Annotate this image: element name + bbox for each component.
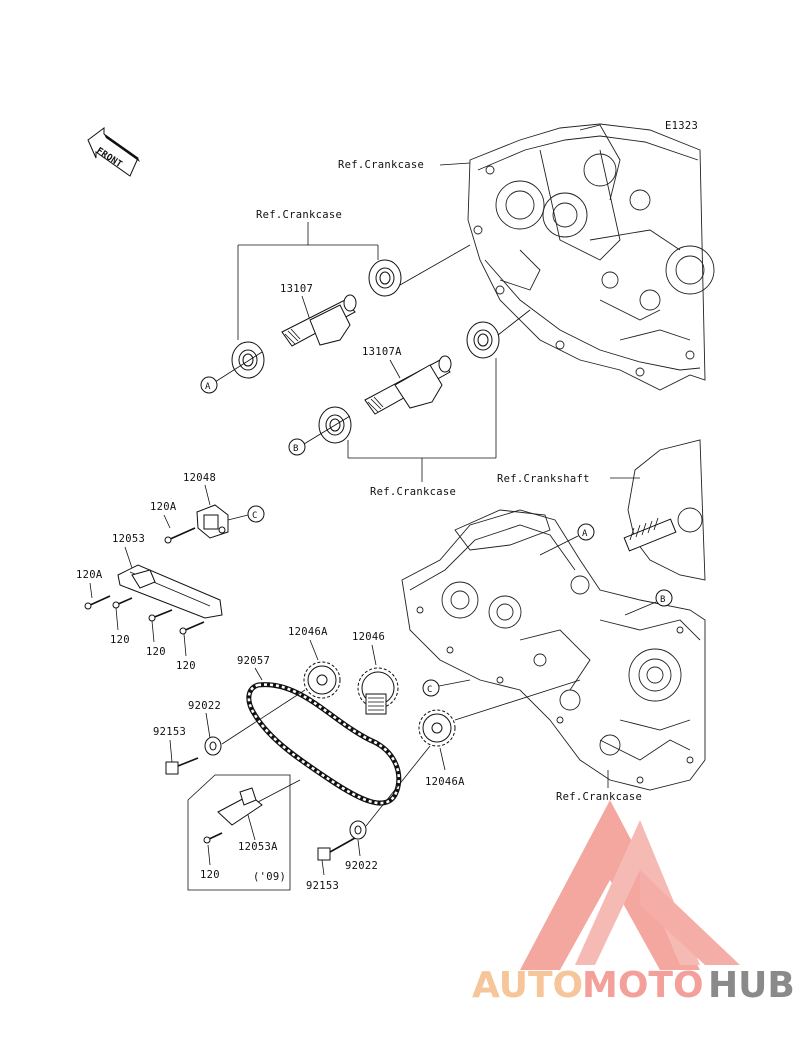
part-120a-label-1: 120A	[150, 501, 177, 513]
ref-crankcase-mid-label: Ref.Crankcase	[370, 486, 456, 498]
part-12046a-label-2: 12046A	[425, 776, 465, 788]
bearing-right	[466, 321, 500, 359]
bolt-92153-2	[317, 837, 356, 861]
bearing-upper-right	[368, 259, 402, 297]
shaft-13107	[281, 294, 357, 347]
sprocket-12046	[357, 667, 399, 715]
part-92153-label-1: 92153	[153, 726, 186, 738]
lower-crankcase	[401, 509, 706, 791]
bolt-92153-1	[165, 757, 199, 775]
tensioner-12048	[196, 504, 229, 539]
inset-box-2009	[187, 774, 301, 891]
bolt-120a-2	[84, 595, 111, 610]
watermark-wordmark: AUTO MOTO HUB	[472, 965, 795, 1006]
watermark-auto: AUTO	[472, 965, 583, 1006]
bearing-upper-left	[231, 341, 265, 379]
part-120-label-3: 120	[176, 660, 196, 672]
part-12053a-label: 12053A	[238, 841, 278, 853]
bolt-120a-1	[164, 527, 196, 544]
front-arrow-icon: FRONT	[87, 127, 140, 177]
shaft-13107a	[364, 355, 452, 415]
crankshaft	[623, 439, 706, 581]
circle-b-upper: B	[293, 444, 299, 454]
part-120a-label-2: 120A	[76, 569, 103, 581]
sprocket-12046a-2	[418, 709, 456, 747]
washer-92022-1	[204, 736, 222, 756]
part-92153-label-2: 92153	[306, 880, 339, 892]
part-12048-label: 12048	[183, 472, 216, 484]
part-120-label-1: 120	[110, 634, 130, 646]
ref-crankcase-low-label: Ref.Crankcase	[556, 791, 642, 803]
bolt-120-2	[148, 609, 173, 622]
circle-c-upper: C	[252, 511, 258, 521]
part-12046a-label-1: 12046A	[288, 626, 328, 638]
part-92022-label-2: 92022	[345, 860, 378, 872]
diagram-code: E1323	[665, 120, 698, 132]
circle-a-upper: A	[205, 382, 211, 392]
ref-crankshaft-label: Ref.Crankshaft	[497, 473, 590, 485]
bolt-120-3	[179, 621, 205, 635]
part-12053-label: 12053	[112, 533, 145, 545]
bolt-120-1	[112, 597, 133, 609]
circle-a-lower: A	[582, 529, 588, 539]
part-92057-label: 92057	[237, 655, 270, 667]
circle-b-lower: B	[660, 595, 666, 605]
ref-crankcase-upper-label: Ref.Crankcase	[256, 209, 342, 221]
sprocket-12046a-1	[303, 661, 341, 699]
upper-crankcase	[467, 123, 715, 391]
part-120-label-2: 120	[146, 646, 166, 658]
watermark-moto: MOTO	[582, 965, 704, 1006]
year-label: ('09)	[253, 871, 286, 883]
part-12046-label: 12046	[352, 631, 385, 643]
watermark-hub: HUB	[708, 965, 795, 1006]
bolt-120-4	[203, 832, 223, 844]
ref-crankcase-top-label: Ref.Crankcase	[338, 159, 424, 171]
part-120-label-4: 120	[200, 869, 220, 881]
watermark-logo-icon	[520, 800, 740, 970]
circle-c-lower: C	[427, 685, 433, 695]
timing-chain-92057	[246, 682, 402, 806]
part-13107a-label: 13107A	[362, 346, 402, 358]
chain-guide-12053	[117, 564, 223, 619]
part-13107-label: 13107	[280, 283, 313, 295]
part-92022-label-1: 92022	[188, 700, 221, 712]
washer-92022-2	[349, 820, 367, 840]
